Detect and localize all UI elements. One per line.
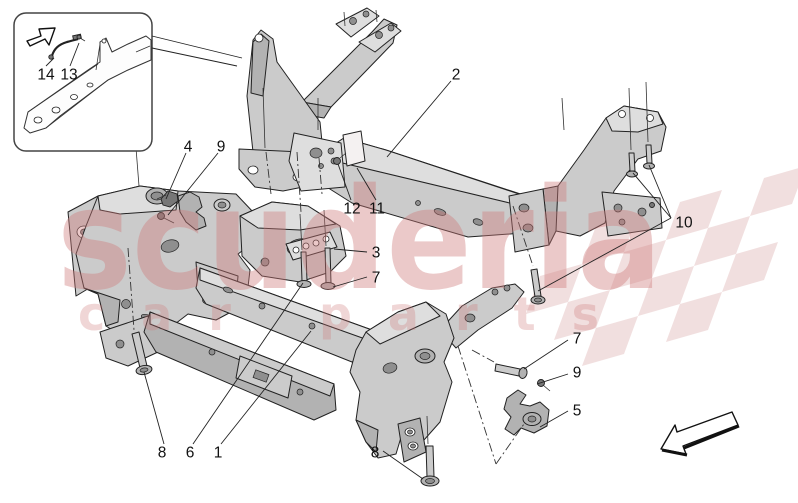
callout-label-4: 4 (184, 139, 193, 156)
flag-diamond (722, 242, 778, 292)
leader-line-7 (332, 276, 368, 288)
flag-diamond (694, 216, 750, 266)
flag-diamond (750, 168, 798, 216)
leader-line-2 (386, 80, 452, 158)
leader-line-10 (632, 172, 672, 219)
leader-line-4 (165, 152, 187, 200)
leader-line-1 (220, 330, 312, 445)
callout-label-9: 9 (217, 139, 226, 156)
leader-line-9 (167, 152, 219, 216)
callout-label-14: 14 (37, 67, 55, 84)
assembly-axis-lines (127, 9, 649, 465)
lever-bracket (177, 191, 207, 231)
leader-line-3 (333, 248, 368, 253)
leader-line-10 (537, 217, 672, 292)
inset-detail-box (13, 12, 153, 152)
flag-diamond (638, 266, 694, 316)
callout-label-1: 1 (214, 445, 223, 462)
callout-label-8: 8 (371, 445, 380, 462)
cross-member-part-2 (238, 7, 667, 253)
leader-line-8 (382, 450, 424, 480)
bolt-part-7-left-b (320, 247, 336, 290)
callout-label-2: 2 (452, 67, 461, 84)
bolts-part-10 (530, 144, 655, 305)
leader-line-9 (536, 373, 569, 385)
inset-connector-lines (151, 35, 243, 67)
bolt-part-8-left (131, 331, 153, 376)
screw-part-12 (333, 152, 347, 165)
callout-label-7: 7 (372, 270, 381, 287)
callout-label-3: 3 (372, 245, 381, 262)
bracket-part-5 (503, 389, 550, 436)
flag-diamond (610, 240, 666, 290)
callout-label-8: 8 (158, 445, 167, 462)
leader-line-11 (356, 167, 377, 201)
bolt-part-7-right (494, 363, 528, 379)
callout-label-10: 10 (675, 215, 693, 232)
inset-frame-sketch (23, 35, 152, 134)
callout-label-11: 11 (369, 201, 385, 218)
direction-arrow-up-right-icon (26, 27, 56, 47)
leader-line-5 (539, 410, 569, 428)
callout-label-12: 12 (343, 201, 360, 218)
pad-part-11 (342, 130, 366, 167)
screw-part-9-right (537, 379, 551, 392)
watermark-brand-text: scuderia (57, 159, 662, 322)
leader-line-14 (45, 57, 55, 67)
callout-label-7: 7 (573, 331, 582, 348)
leader-line-8 (143, 371, 165, 445)
exploded-parts-drawing (67, 7, 667, 487)
direction-arrow-down-left-icon (660, 411, 740, 457)
flag-diamond (666, 190, 722, 240)
screw-part-9-left (157, 212, 175, 224)
callout-label-13: 13 (60, 67, 77, 84)
bolt-part-8-center (420, 445, 440, 487)
flag-diamond (666, 292, 722, 342)
bolt-part-7-left-a (296, 251, 312, 288)
callout-label-6: 6 (186, 445, 195, 462)
leader-line-6 (192, 282, 304, 445)
watermark-subtext: car parts (78, 287, 635, 341)
plate-part-3 (285, 231, 338, 261)
leader-line-7 (523, 339, 569, 370)
callout-labels: 14 13 4 9 2 12 11 3 7 10 7 9 5 8 6 1 8 (37, 42, 693, 480)
leader-line-12 (337, 163, 352, 201)
side-rail-upper-part-6 (195, 261, 375, 363)
flag-diamond (582, 316, 638, 366)
callout-label-9: 9 (573, 365, 582, 382)
leader-line-10 (648, 164, 672, 219)
callout-label-5: 5 (573, 403, 582, 420)
clip-part-4 (156, 190, 179, 208)
screw-part-13 (76, 34, 86, 42)
leader-line-13 (69, 42, 80, 67)
flag-diamond (554, 290, 610, 340)
